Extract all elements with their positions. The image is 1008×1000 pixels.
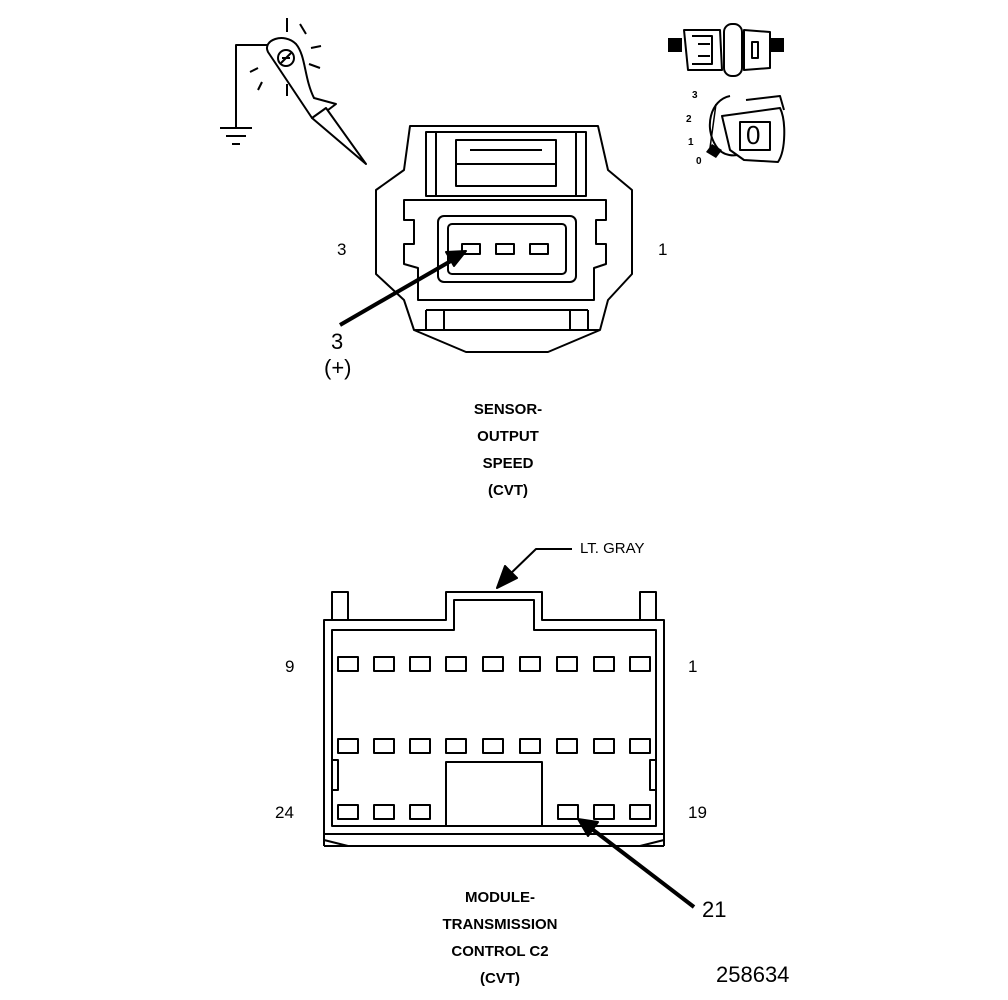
- title-line: MODULE-: [465, 889, 535, 906]
- ignition-key-icon: [706, 95, 786, 163]
- connector-color-label: LT. GRAY: [580, 540, 645, 557]
- module-pin-bottom-right: 19: [688, 803, 707, 822]
- module-callout-pin: 21: [702, 897, 727, 922]
- title-line: TRANSMISSION: [442, 916, 558, 933]
- title-line: CONTROL C2: [451, 943, 549, 960]
- title-line: (CVT): [488, 482, 528, 499]
- test-light-icon: [220, 18, 367, 165]
- ignition-key-position: 0: [746, 120, 761, 150]
- title-line: SENSOR-: [473, 401, 543, 418]
- module-pin-top-right: 1: [688, 657, 698, 676]
- sensor-pin-right-label: 1: [658, 240, 668, 259]
- module-pin-top-left: 9: [285, 657, 295, 676]
- module-connector-title: MODULE- TRANSMISSION CONTROL C2 (CVT): [400, 884, 600, 992]
- sensor-connector: [375, 125, 633, 353]
- module-pin-bottom-left: 24: [275, 803, 294, 822]
- figure-id: 258634: [716, 962, 790, 987]
- ignition-position-3: 3: [692, 90, 698, 101]
- sensor-callout-arrow: [338, 250, 467, 327]
- title-line: (CVT): [480, 970, 520, 987]
- sensor-connector-title: SENSOR- OUTPUT SPEED (CVT): [420, 396, 596, 504]
- module-connector: [323, 591, 665, 847]
- disconnected-connector-icon: [668, 23, 784, 77]
- title-line: SPEED: [482, 455, 534, 472]
- title-line: OUTPUT: [477, 428, 539, 445]
- sensor-callout-polarity: (+): [324, 355, 352, 380]
- ignition-position-1: 1: [688, 137, 694, 148]
- sensor-pin-left-label: 3: [337, 240, 347, 259]
- ignition-position-2: 2: [686, 114, 692, 125]
- color-leader-arrow: [496, 548, 572, 589]
- module-callout-arrow: [577, 818, 696, 909]
- ignition-position-0: 0: [696, 156, 702, 167]
- sensor-callout-pin: 3: [331, 329, 344, 354]
